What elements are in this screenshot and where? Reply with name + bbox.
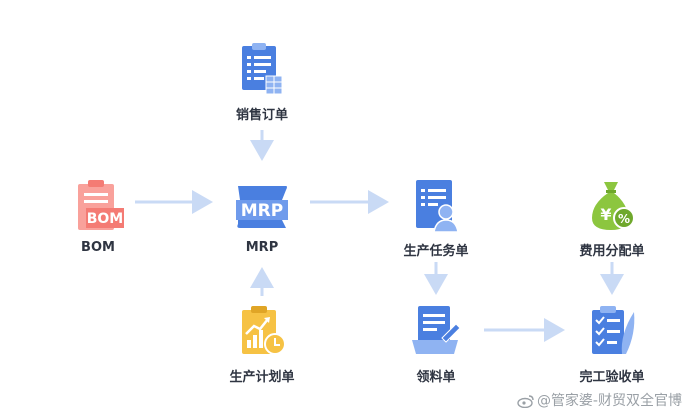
node-production-plan: 生产计划单 [202,304,322,385]
node-bom: BOM BOM [38,178,158,255]
node-completion-inspection: 完工验收单 [552,304,672,385]
bom-badge-text: BOM [87,211,124,227]
node-label: 领料单 [416,370,456,385]
mrp-logo-text: MRP [241,201,283,221]
watermark: @管家婆-财贸双全官博 [517,390,682,410]
checklist-icon [592,306,635,354]
weibo-logo-icon [517,395,534,408]
bom-document-icon: BOM [78,180,124,230]
percent-symbol-text: % [618,212,630,226]
node-sales-order: 销售订单 [202,42,322,123]
node-label: BOM [81,240,115,255]
yen-symbol-text: ¥ [600,205,611,224]
node-label: MRP [245,240,279,255]
node-cost-allocation: ¥ % 费用分配单 [552,178,672,259]
document-pen-icon [412,306,461,354]
clipboard-table-icon [242,43,283,95]
node-label: 生产任务单 [403,244,469,259]
node-material-requisition: 领料单 [376,304,496,385]
money-bag-icon: ¥ % [592,182,635,230]
node-label: 费用分配单 [579,244,645,259]
watermark-text: @管家婆-财贸双全官博 [536,393,682,409]
node-mrp: MRP MRP [202,178,322,255]
node-label: 完工验收单 [579,370,645,385]
node-label: 销售订单 [235,108,288,123]
node-label: 生产计划单 [229,370,295,385]
mrp-logo-icon: MRP [236,186,288,228]
node-production-task: 生产任务单 [376,178,496,259]
clipboard-growth-icon [242,306,286,355]
document-person-icon [416,180,459,233]
